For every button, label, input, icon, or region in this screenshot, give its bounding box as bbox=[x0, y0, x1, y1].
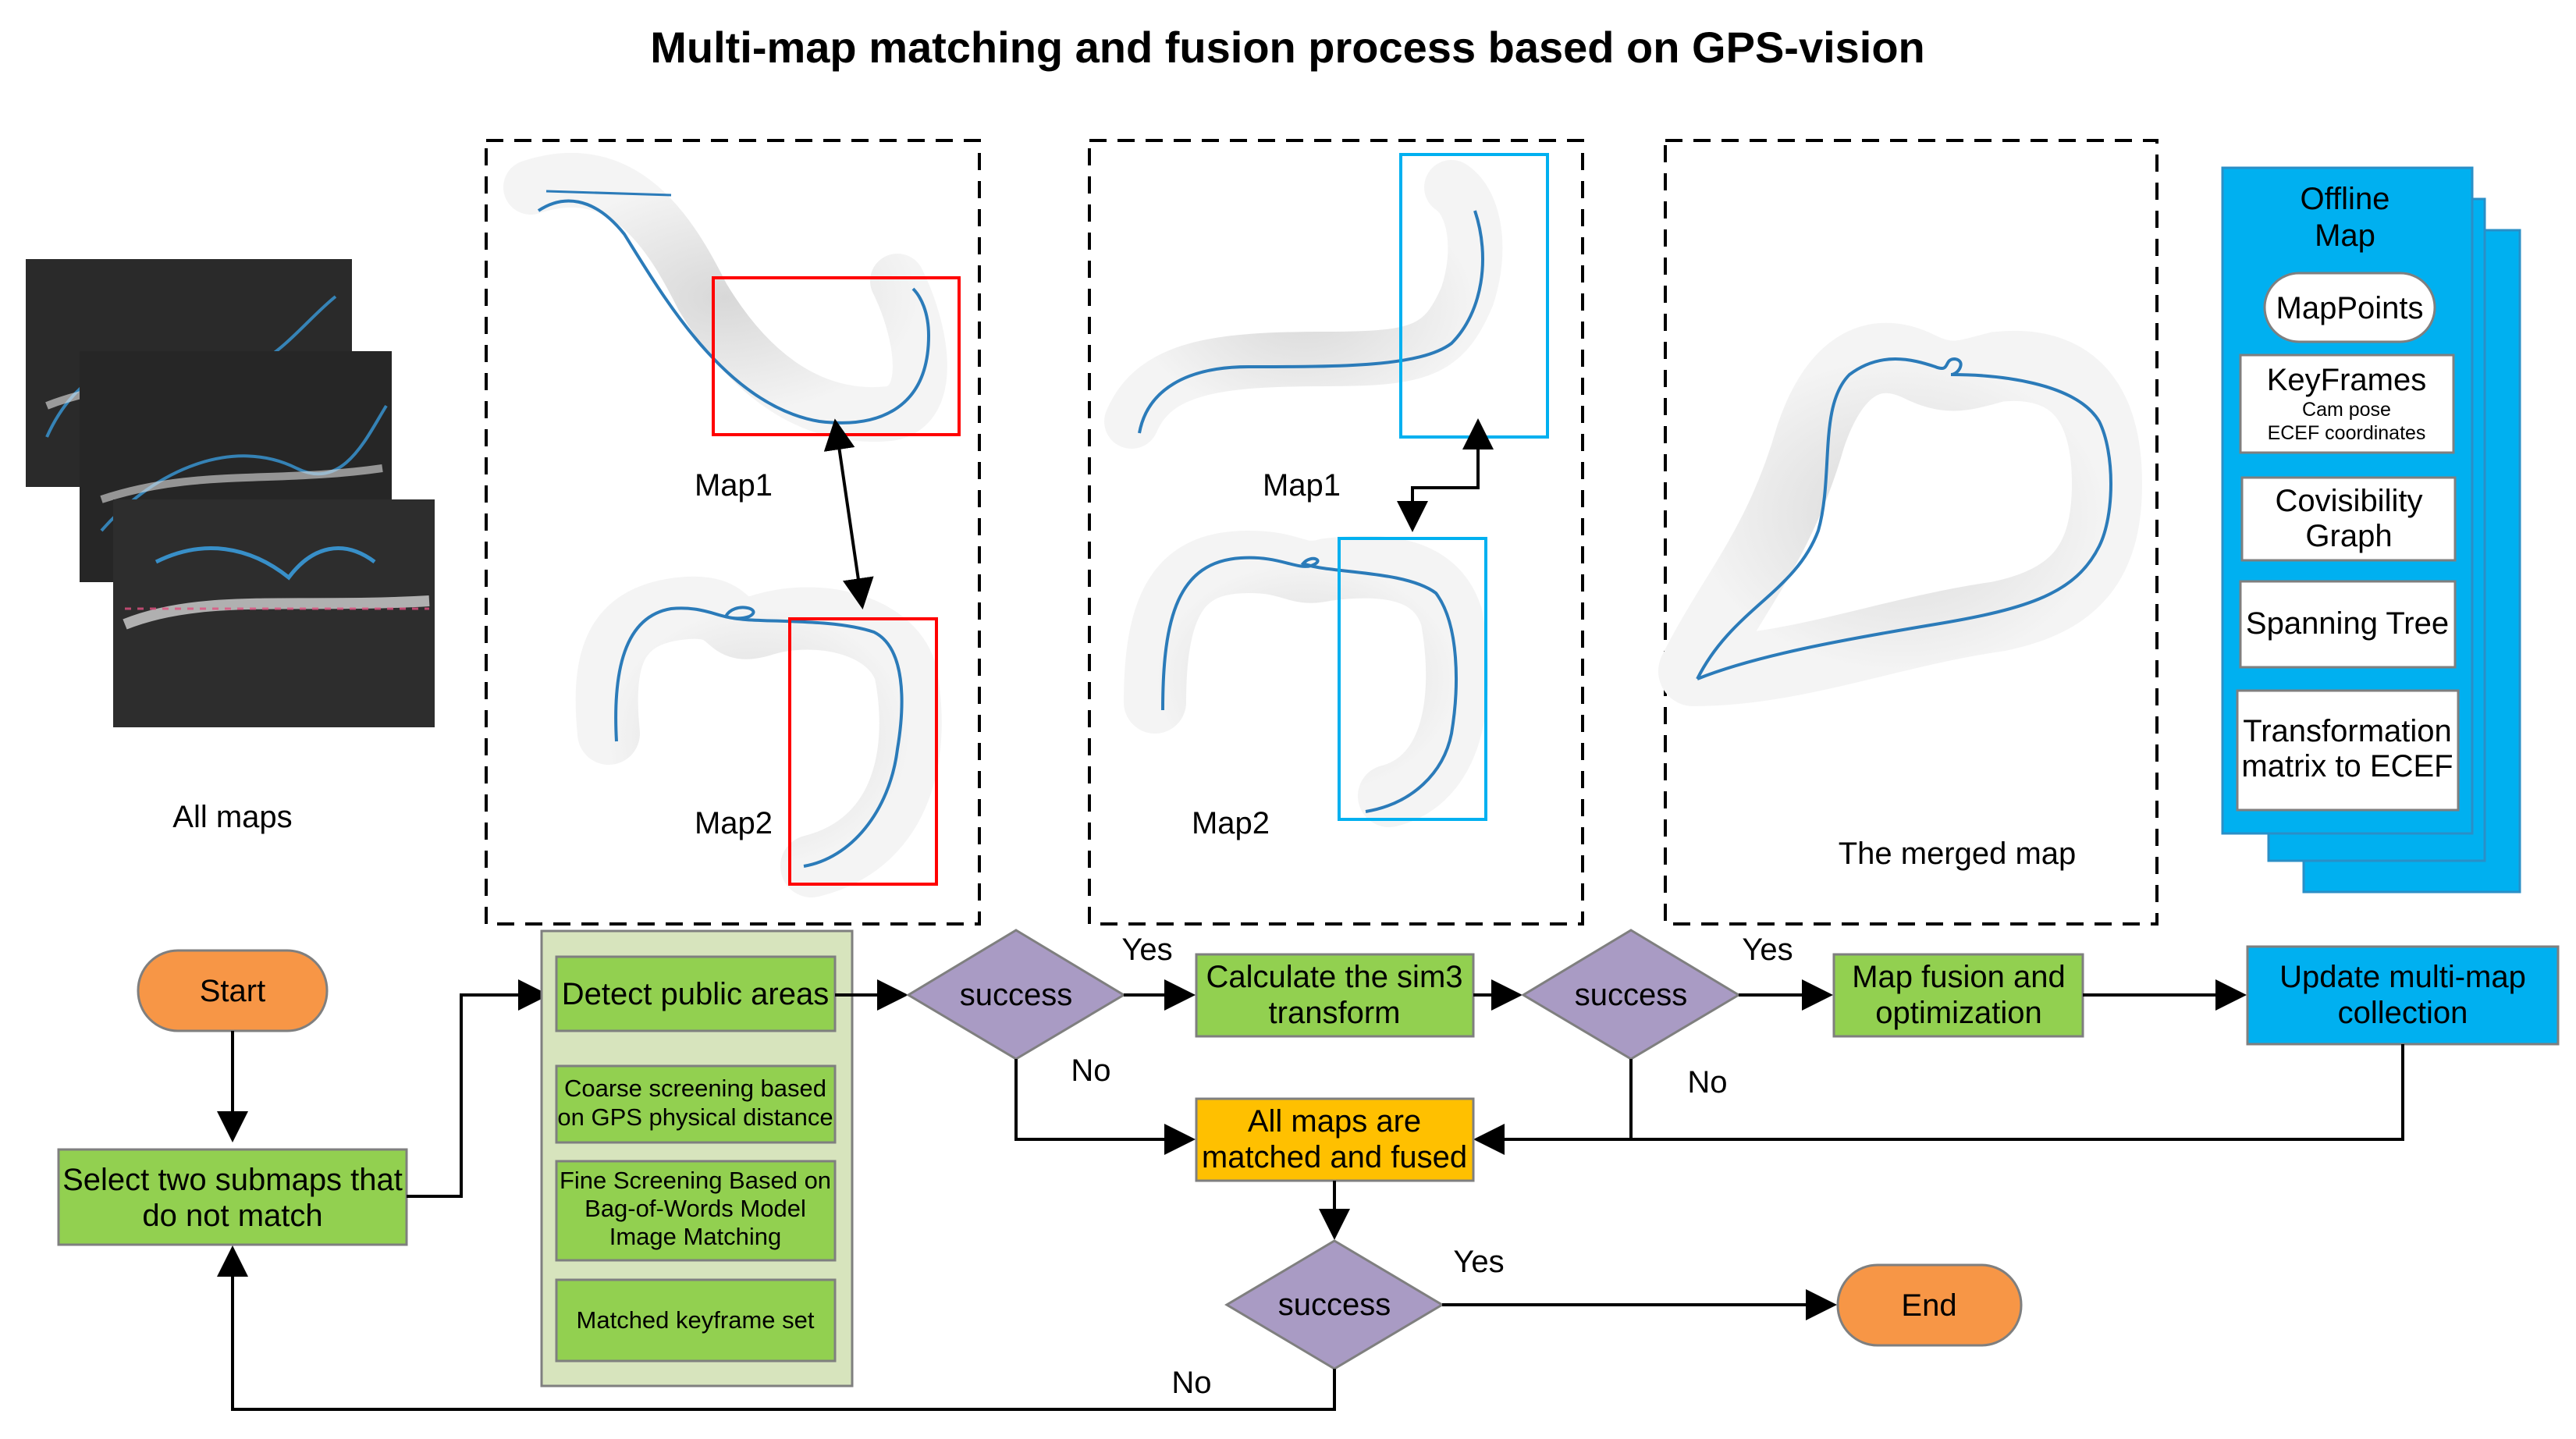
all-maps-fused-label-2: matched and fused bbox=[1202, 1140, 1467, 1174]
map2b-point-cloud bbox=[1124, 530, 1489, 827]
all-maps-stack bbox=[26, 259, 435, 727]
map1b-map2b-correspondence-arrow bbox=[1397, 418, 1494, 532]
success1-label: success bbox=[960, 978, 1073, 1012]
panel-public-area bbox=[485, 139, 981, 926]
select-submaps-box bbox=[57, 1148, 408, 1246]
yes1-label: Yes bbox=[1121, 933, 1172, 967]
arrow-select-to-detect bbox=[407, 979, 549, 1198]
sim3-box bbox=[1195, 953, 1475, 1038]
map-fusion-box bbox=[1832, 953, 2084, 1038]
covisibility-label-2: Graph bbox=[2305, 519, 2392, 553]
detect-public-areas-label: Detect public areas bbox=[562, 977, 829, 1011]
keyframes-label: KeyFrames bbox=[2267, 363, 2427, 397]
all-maps-fused-box bbox=[1195, 1097, 1475, 1182]
covisibility-box bbox=[2240, 476, 2457, 562]
success2-label: success bbox=[1575, 978, 1688, 1012]
merged-map-point-cloud bbox=[1658, 322, 2143, 706]
arrow-success3-no bbox=[217, 1245, 1336, 1411]
yes2-label: Yes bbox=[1742, 933, 1793, 967]
transformation-label-1: Transformation bbox=[2243, 714, 2452, 748]
update-collection-label-2: collection bbox=[2338, 996, 2468, 1030]
map-fusion-label-1: Map fusion and bbox=[1852, 960, 2066, 994]
end-label: End bbox=[1901, 1288, 1956, 1323]
map1-map2-correspondence-arrow bbox=[823, 418, 874, 609]
start-label: Start bbox=[200, 974, 265, 1008]
sim3-label-2: transform bbox=[1269, 996, 1401, 1030]
fine-screening-box bbox=[555, 1160, 837, 1262]
matched-keyframe-box bbox=[555, 1278, 837, 1363]
cam-pose-label: Cam pose bbox=[2302, 399, 2391, 421]
no2-label: No bbox=[1687, 1065, 1727, 1100]
transformation-box bbox=[2236, 689, 2460, 812]
select-submaps-label-1: Select two submaps that bbox=[62, 1163, 403, 1197]
sim3-label-1: Calculate the sim3 bbox=[1206, 960, 1462, 994]
map1b-point-cloud bbox=[1104, 160, 1503, 449]
no3-label: No bbox=[1171, 1366, 1211, 1400]
diagram-title: Multi-map matching and fusion process ba… bbox=[650, 23, 1925, 72]
arrow-success1-no bbox=[1014, 1059, 1196, 1155]
panel-merged-map bbox=[1664, 139, 2159, 926]
map2b-common-area-frame bbox=[1338, 537, 1487, 821]
map2-label: Map2 bbox=[695, 806, 773, 840]
success3-label: success bbox=[1278, 1288, 1391, 1322]
panel-sim3 bbox=[1088, 139, 1584, 926]
fine-screening-label-1: Fine Screening Based on bbox=[560, 1167, 831, 1194]
merged-map-label: The merged map bbox=[1839, 837, 2077, 871]
no1-label: No bbox=[1071, 1053, 1110, 1088]
select-submaps-label-2: do not match bbox=[142, 1199, 322, 1233]
map1-label: Map1 bbox=[695, 468, 773, 503]
offline-map-title-1: Offline bbox=[2301, 182, 2390, 216]
keyframes-box bbox=[2239, 354, 2455, 454]
spanning-tree-label: Spanning Tree bbox=[2246, 606, 2449, 641]
coarse-screening-box bbox=[555, 1064, 837, 1144]
mappoints-pill bbox=[2263, 272, 2436, 343]
spanning-tree-box bbox=[2239, 580, 2457, 669]
ecef-coordinates-label: ECEF coordinates bbox=[2268, 422, 2426, 444]
matched-keyframe-label: Matched keyframe set bbox=[577, 1306, 815, 1334]
update-collection-box bbox=[2246, 945, 2560, 1046]
map1b-label: Map1 bbox=[1263, 468, 1341, 503]
update-collection-label-1: Update multi-map bbox=[2279, 960, 2526, 994]
map2-common-area-frame bbox=[788, 617, 938, 886]
covisibility-label-1: Covisibility bbox=[2276, 484, 2423, 518]
end-terminal bbox=[1836, 1263, 2023, 1347]
arrow-update-to-allmaps bbox=[1473, 1044, 2404, 1155]
detect-public-areas-box bbox=[555, 955, 837, 1032]
coarse-screening-label-2: on GPS physical distance bbox=[557, 1103, 833, 1131]
all-maps-label: All maps bbox=[172, 800, 292, 834]
coarse-screening-label-1: Coarse screening based bbox=[564, 1075, 826, 1102]
mappoints-label: MapPoints bbox=[2276, 291, 2424, 325]
all-maps-fused-label-1: All maps are bbox=[1248, 1104, 1421, 1139]
map1-point-cloud bbox=[503, 152, 947, 442]
map-fusion-label-2: optimization bbox=[1875, 996, 2041, 1030]
transformation-label-2: matrix to ECEF bbox=[2241, 749, 2453, 783]
fine-screening-label-3: Image Matching bbox=[609, 1223, 782, 1250]
fine-screening-label-2: Bag-of-Words Model bbox=[584, 1195, 806, 1222]
map2b-label: Map2 bbox=[1192, 806, 1270, 840]
yes3-label: Yes bbox=[1453, 1245, 1504, 1279]
map2-point-cloud bbox=[575, 576, 942, 897]
offline-map-title-2: Map bbox=[2315, 219, 2375, 253]
